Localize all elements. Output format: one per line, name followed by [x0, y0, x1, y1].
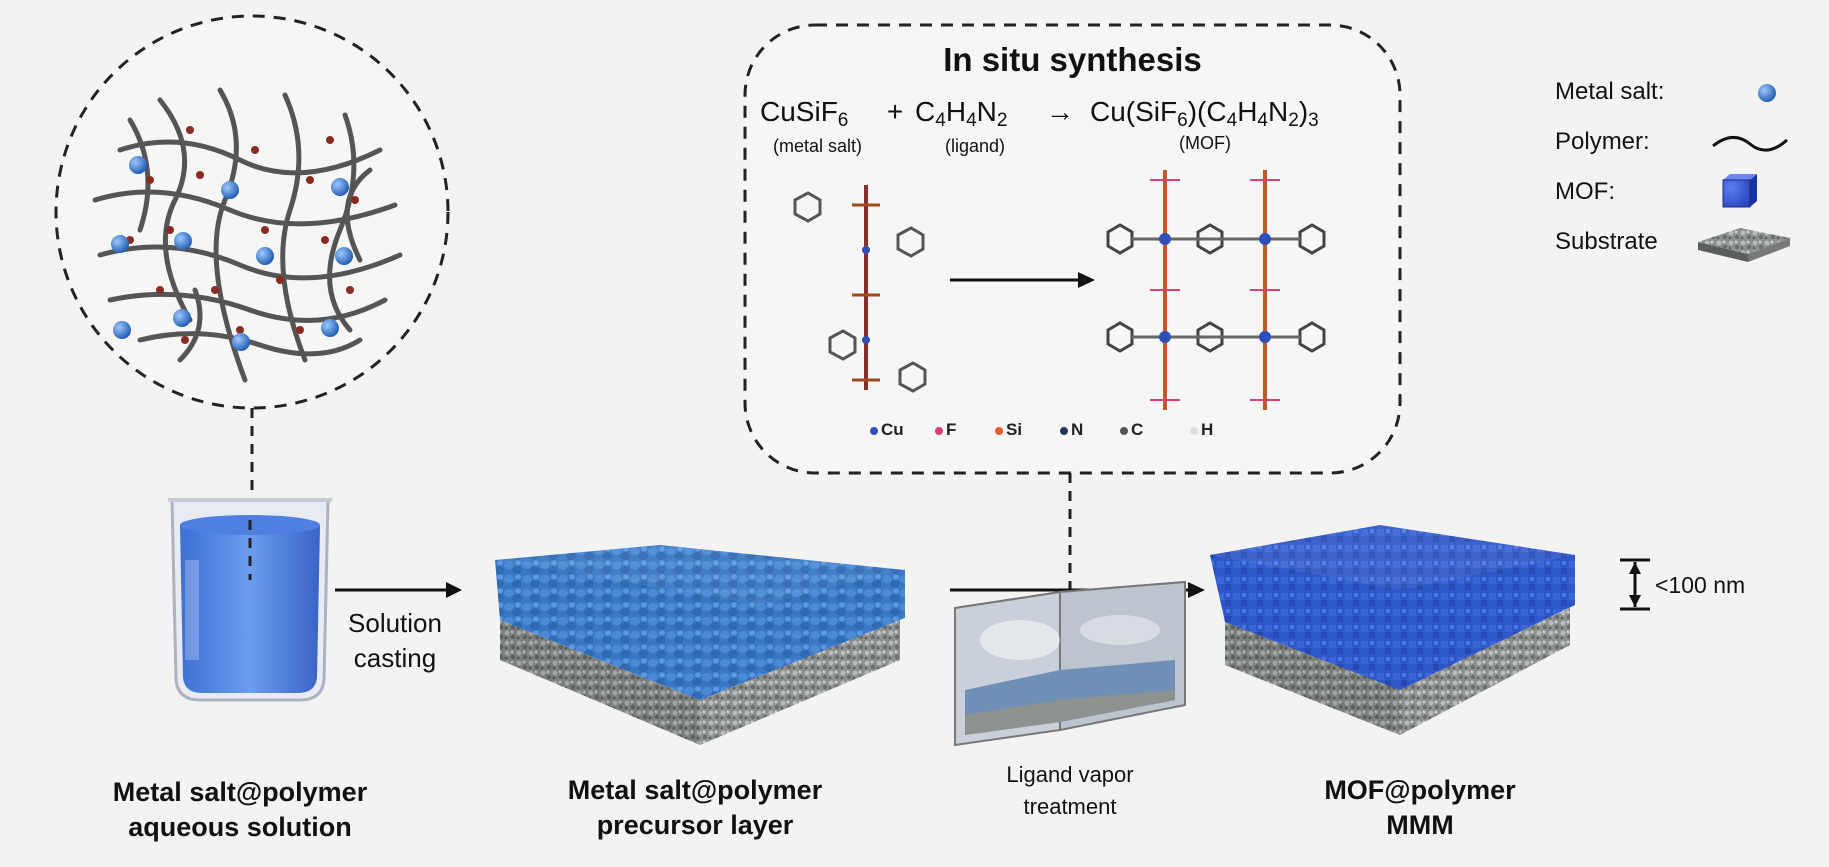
legend-metal-salt: Metal salt: [1555, 78, 1665, 105]
salt-ions [126, 126, 359, 344]
arrow-solution-casting [335, 582, 462, 598]
beaker [168, 498, 332, 702]
legend-mof: MOF: [1555, 178, 1615, 205]
legend-polymer: Polymer: [1555, 128, 1650, 155]
plus-sign: + [886, 96, 904, 127]
label-thickness: <100 nm [1655, 572, 1746, 598]
caption-precursor-l2: precursor layer [596, 810, 794, 840]
reaction-arrow: → [1046, 96, 1074, 127]
label-solution: Solution [348, 608, 442, 638]
caption-precursor-l1: Metal salt@polymer [567, 775, 823, 805]
reactant-metal-salt: CuSiF6 [760, 96, 849, 131]
polymer-network-circle [54, 14, 450, 580]
caption-solution-l1: Metal salt@polymer [112, 777, 368, 807]
mof-cube-icon [1722, 174, 1757, 208]
key-f: F [935, 420, 956, 440]
box-title: In situ synthesis [943, 41, 1202, 78]
metal-salt-icon [1758, 84, 1776, 102]
metal-salt-spheres [111, 156, 353, 351]
label-treatment: treatment [1023, 794, 1117, 819]
caption-mmm-l2: MMM [1386, 810, 1454, 840]
ligand-molecules [793, 191, 927, 393]
label-metal-salt: (metal salt) [772, 136, 862, 156]
label-casting: casting [353, 643, 437, 673]
key-si: Si [995, 420, 1022, 440]
legend-substrate: Substrate [1555, 228, 1658, 255]
caption-solution-l2: aqueous solution [128, 812, 352, 842]
precursor-layer [495, 545, 905, 745]
label-mof: (MOF) [1179, 133, 1231, 153]
caption-mmm-l1: MOF@polymer [1324, 775, 1516, 805]
thickness-marker [1620, 558, 1650, 611]
label-ligand: (ligand) [944, 136, 1006, 156]
key-c: C [1120, 420, 1143, 440]
in-situ-box [743, 23, 1402, 640]
metal-salt-chain [852, 185, 880, 390]
reactant-ligand: C4H4N2 [915, 96, 1008, 131]
substrate-icon [1698, 228, 1790, 262]
key-h: H [1190, 420, 1213, 440]
polymer-chains [92, 87, 403, 383]
polymer-icon [1712, 136, 1789, 152]
legend-icons [1698, 84, 1790, 262]
key-n: N [1060, 420, 1083, 440]
vapor-chamber [954, 580, 1186, 747]
label-ligand-vapor: Ligand vapor [1006, 762, 1134, 787]
product-mof: Cu(SiF6)(C4H4N2)3 [1090, 96, 1319, 131]
mof-structure [1106, 170, 1326, 410]
mof-polymer-layer [1210, 525, 1575, 735]
key-cu: Cu [870, 420, 904, 440]
